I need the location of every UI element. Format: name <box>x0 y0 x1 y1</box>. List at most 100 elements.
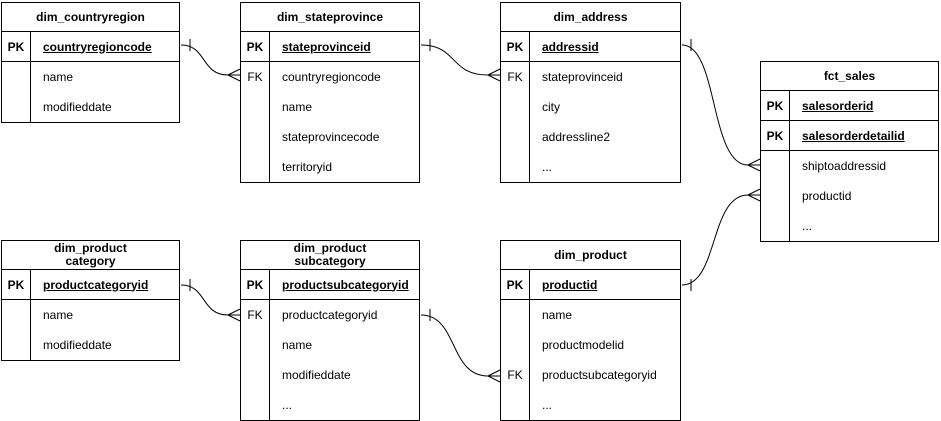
field-name: productid <box>802 189 852 203</box>
table-row-name[interactable]: name <box>501 300 680 330</box>
table-row-[interactable]: ... <box>761 211 938 241</box>
key-cell <box>501 92 530 122</box>
key-cell <box>501 122 530 152</box>
table-title-line: subcategory <box>294 254 366 268</box>
table-row-shiptoaddressid[interactable]: shiptoaddressid <box>761 151 938 181</box>
key-cell: FK <box>501 62 530 92</box>
field-name: modifieddate <box>43 338 112 352</box>
field-name: name <box>282 100 313 114</box>
field-name: productcategoryid <box>282 308 378 322</box>
relationship-connector[interactable] <box>180 44 229 76</box>
many-marker <box>487 375 501 383</box>
field-name: ... <box>542 398 553 412</box>
key-cell: FK <box>241 62 270 92</box>
key-cell <box>2 300 31 330</box>
table-row-name[interactable]: name <box>2 62 179 92</box>
key-cell: PK <box>761 121 790 150</box>
relationship-connector[interactable] <box>420 314 489 377</box>
relationship-subcategory-to-product <box>420 309 501 383</box>
many-marker <box>227 314 241 322</box>
table-row-countryregioncode[interactable]: FK countryregioncode <box>241 62 419 92</box>
table-row-[interactable]: ... <box>501 152 680 182</box>
field-name: addressline2 <box>542 130 611 144</box>
field-name: stateprovincecode <box>282 130 380 144</box>
relationship-connector[interactable] <box>681 194 749 286</box>
key-cell <box>241 390 270 420</box>
key-cell: PK <box>2 32 31 61</box>
table-row-city[interactable]: city <box>501 92 680 122</box>
field-name: shiptoaddressid <box>802 159 887 173</box>
key-cell <box>241 330 270 360</box>
field-name: countryregioncode <box>282 70 381 84</box>
table-row-stateprovinceid[interactable]: FK stateprovinceid <box>501 62 680 92</box>
field-name: productmodelid <box>542 338 625 352</box>
field-name: salesorderid <box>802 98 874 113</box>
table-row-stateprovincecode[interactable]: stateprovincecode <box>241 122 419 152</box>
table-row-productid[interactable]: productid <box>761 181 938 211</box>
table-row-territoryid[interactable]: territoryid <box>241 152 419 182</box>
table-title-line: category <box>65 254 116 268</box>
table-title-line: dim_product <box>554 247 627 262</box>
key-cell: PK <box>761 91 790 120</box>
field-name: countryregioncode <box>43 39 152 54</box>
many-marker <box>747 164 761 172</box>
relationship-product-to-sales <box>681 188 761 291</box>
key-cell: FK <box>501 360 530 390</box>
key-cell <box>2 330 31 360</box>
key-cell: FK <box>241 300 270 330</box>
table-row-name[interactable]: name <box>241 92 419 122</box>
many-marker <box>747 188 761 196</box>
key-cell <box>241 92 270 122</box>
field-name: addressid <box>542 39 599 54</box>
table-row-[interactable]: ... <box>501 390 680 420</box>
field-name: productsubcategoryid <box>542 368 657 382</box>
field-name: stateprovinceid <box>542 70 623 84</box>
key-cell <box>501 330 530 360</box>
table-title-line: dim_address <box>553 9 628 24</box>
table-row-addressline2[interactable]: addressline2 <box>501 122 680 152</box>
many-marker <box>487 369 501 377</box>
field-name: productcategoryid <box>43 277 149 292</box>
table-row-salesorderid[interactable]: PK salesorderid <box>761 91 938 121</box>
table-row-name[interactable]: name <box>2 300 179 330</box>
relationship-connector[interactable] <box>420 44 489 76</box>
key-cell <box>2 92 31 122</box>
table-row-modifieddate[interactable]: modifieddate <box>2 330 179 360</box>
table-title-line: fct_sales <box>823 68 876 83</box>
table-row-productcategoryid[interactable]: FK productcategoryid <box>241 300 419 330</box>
key-cell <box>761 211 790 241</box>
key-cell <box>501 152 530 182</box>
table-row-modifieddate[interactable]: modifieddate <box>2 92 179 122</box>
table-row-name[interactable]: name <box>241 330 419 360</box>
many-marker <box>227 74 241 82</box>
table-row-countryregioncode[interactable]: PK countryregioncode <box>2 32 179 62</box>
key-cell <box>501 300 530 330</box>
table-title-line: dim_stateprovince <box>276 9 384 24</box>
table-row-productmodelid[interactable]: productmodelid <box>501 330 680 360</box>
field-name: name <box>43 308 74 322</box>
key-cell <box>501 390 530 420</box>
relationship-connector[interactable] <box>681 44 749 166</box>
field-name: name <box>43 70 74 84</box>
field-name: modifieddate <box>282 368 351 382</box>
relationship-connector[interactable] <box>180 284 229 316</box>
key-cell <box>2 62 31 92</box>
table-title: dim_countryregion <box>2 3 179 32</box>
table-row-modifieddate[interactable]: modifieddate <box>241 360 419 390</box>
field-name: modifieddate <box>43 100 112 114</box>
table-row-[interactable]: ... <box>241 390 419 420</box>
table-row-productsubcategoryid[interactable]: FK productsubcategoryid <box>501 360 680 390</box>
